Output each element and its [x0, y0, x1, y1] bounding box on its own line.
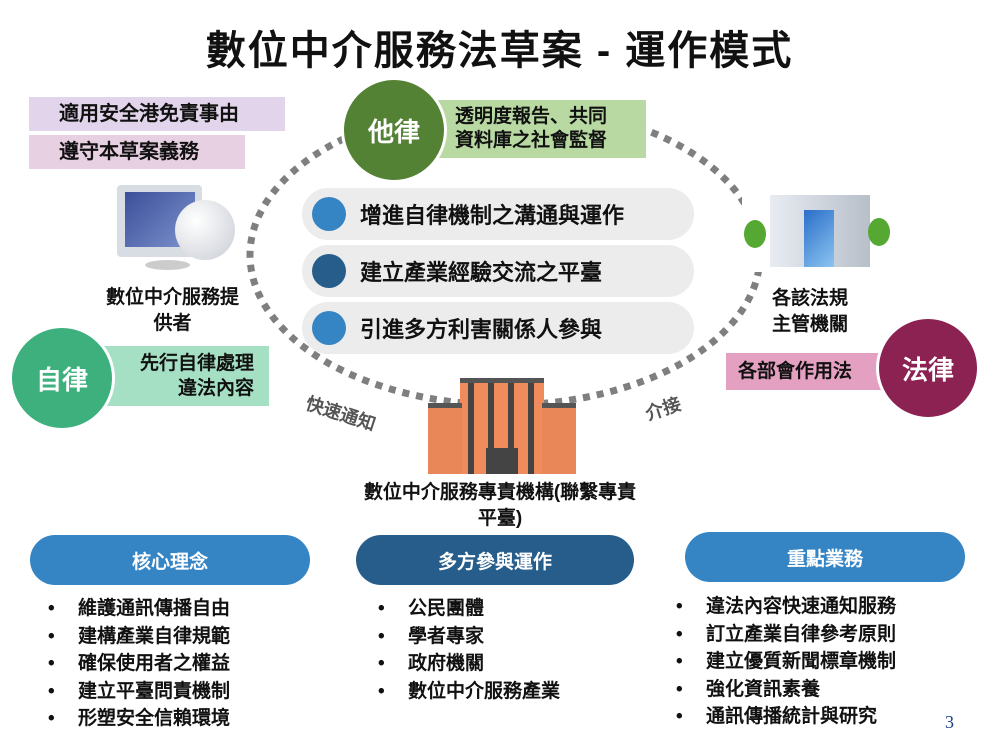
government-building-icon — [742, 190, 892, 272]
tag-obligations: 遵守本草案義務 — [29, 135, 245, 169]
bullet-dot-icon — [312, 254, 346, 288]
self-regulation-line1: 先行自律處理 — [139, 353, 254, 374]
authority-label: 各該法規 主管機關 — [760, 286, 860, 338]
center-item-text: 建立產業經驗交流之平臺 — [360, 260, 603, 285]
self-regulation-circle: 自律 — [9, 325, 115, 431]
list-item: 維護通訊傳播自由 — [48, 595, 230, 623]
law-circle: 法律 — [876, 316, 980, 420]
list-item: 確保使用者之權益 — [48, 650, 230, 678]
list-item: 公民團體 — [378, 595, 560, 623]
list-item: 建立優質新聞標章機制 — [676, 648, 896, 676]
column-header-multistakeholder: 多方參與運作 — [356, 535, 634, 585]
multistakeholder-list: 公民團體 學者專家 政府機關 數位中介服務產業 — [378, 595, 560, 705]
bullet-dot-icon — [312, 197, 346, 231]
tag-safe-harbor: 適用安全港免責事由 — [29, 97, 285, 131]
center-item-text: 引進多方利害關係人參與 — [360, 317, 603, 342]
bullet-dot-icon — [312, 311, 346, 345]
list-item: 數位中介服務產業 — [378, 678, 560, 706]
self-regulation-text: 先行自律處理 違法內容 — [100, 346, 269, 406]
agency-building-icon — [428, 378, 576, 474]
list-item: 通訊傳播統計與研究 — [676, 703, 896, 731]
center-item-text: 增進自律機制之溝通與運作 — [360, 203, 625, 228]
self-regulation-line2: 違法內容 — [177, 378, 254, 399]
list-item: 形塑安全信賴環境 — [48, 705, 230, 733]
center-item: 增進自律機制之溝通與運作 — [302, 188, 694, 240]
core-ideas-list: 維護通訊傳播自由 建構產業自律規範 確保使用者之權益 建立平臺問責機制 形塑安全… — [48, 595, 230, 733]
other-regulation-text: 透明度報告、共同 資料庫之社會監督 — [420, 100, 646, 158]
page-title: 數位中介服務法草案 - 運作模式 — [205, 29, 794, 73]
list-item: 建立平臺問責機制 — [48, 678, 230, 706]
list-item: 學者專家 — [378, 623, 560, 651]
provider-label-line2: 供者 — [153, 313, 192, 334]
other-regulation-line1: 透明度報告、共同 — [455, 106, 608, 127]
other-regulation-line2: 資料庫之社會監督 — [455, 130, 608, 151]
agency-label-line1: 數位中介服務專責機構(聯繫專責 — [363, 482, 637, 503]
law-text: 各部會作用法 — [726, 353, 886, 390]
authority-label-line1: 各該法規 — [771, 288, 848, 309]
list-item: 建構產業自律規範 — [48, 623, 230, 651]
center-item: 建立產業經驗交流之平臺 — [302, 245, 694, 297]
center-item: 引進多方利害關係人參與 — [302, 302, 694, 354]
list-item: 政府機關 — [378, 650, 560, 678]
key-tasks-list: 違法內容快速通知服務 訂立產業自律參考原則 建立優質新聞標章機制 強化資訊素養 … — [676, 593, 896, 731]
computer-globe-icon — [115, 180, 245, 280]
provider-label: 數位中介服務提 供者 — [90, 285, 255, 337]
agency-label: 數位中介服務專責機構(聯繫專責 平臺) — [320, 480, 680, 532]
provider-label-line1: 數位中介服務提 — [105, 287, 239, 308]
page-number: 3 — [945, 712, 954, 732]
list-item: 強化資訊素養 — [676, 676, 896, 704]
other-regulation-circle: 他律 — [341, 77, 447, 183]
list-item: 違法內容快速通知服務 — [676, 593, 896, 621]
agency-label-line2: 平臺) — [477, 508, 523, 529]
column-header-core-ideas: 核心理念 — [30, 535, 310, 585]
list-item: 訂立產業自律參考原則 — [676, 621, 896, 649]
authority-label-line2: 主管機關 — [771, 314, 848, 335]
column-header-key-tasks: 重點業務 — [685, 532, 965, 582]
